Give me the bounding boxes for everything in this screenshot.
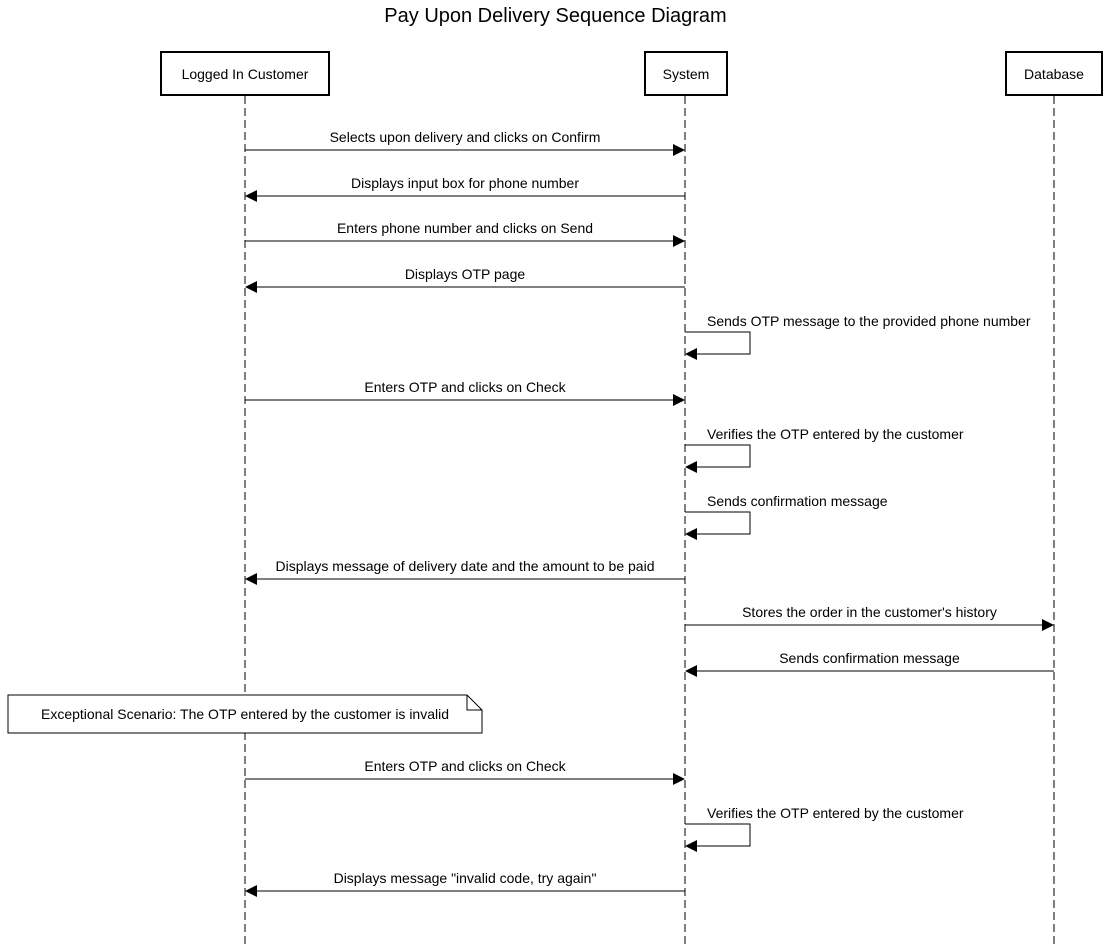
- message-label-3: Displays OTP page: [405, 266, 526, 282]
- arrowhead-4: [685, 348, 697, 360]
- message-label-2: Enters phone number and clicks on Send: [337, 220, 593, 236]
- self-message-4: [685, 331, 751, 355]
- arrowhead-11: [673, 773, 685, 785]
- arrowhead-2: [673, 235, 685, 247]
- message-label-8: Displays message of delivery date and th…: [275, 558, 654, 574]
- message-label-11: Enters OTP and clicks on Check: [364, 758, 566, 774]
- arrowhead-7: [685, 528, 697, 540]
- message-label-6: Verifies the OTP entered by the customer: [707, 426, 964, 442]
- self-message-12: [685, 823, 751, 847]
- message-label-10: Sends confirmation message: [779, 650, 960, 666]
- message-label-4: Sends OTP message to the provided phone …: [707, 313, 1031, 329]
- diagram-title: Pay Upon Delivery Sequence Diagram: [384, 5, 727, 27]
- arrowhead-0: [673, 144, 685, 156]
- actor-logged-in-customer: Logged In Customer: [160, 51, 330, 96]
- arrowhead-1: [245, 190, 257, 202]
- self-message-7: [685, 511, 751, 535]
- arrowhead-3: [245, 281, 257, 293]
- note-fold: [466, 695, 482, 711]
- note-box: [7, 694, 483, 734]
- self-message-6: [685, 444, 751, 468]
- message-label-7: Sends confirmation message: [707, 493, 888, 509]
- note-label: Exceptional Scenario: The OTP entered by…: [41, 706, 449, 722]
- message-label-12: Verifies the OTP entered by the customer: [707, 805, 964, 821]
- arrowhead-5: [673, 394, 685, 406]
- arrowhead-9: [1042, 619, 1054, 631]
- message-label-9: Stores the order in the customer's histo…: [742, 604, 997, 620]
- arrowhead-8: [245, 573, 257, 585]
- actor-system: System: [644, 51, 728, 96]
- message-label-13: Displays message "invalid code, try agai…: [334, 870, 597, 886]
- message-label-0: Selects upon delivery and clicks on Conf…: [330, 129, 601, 145]
- actor-database: Database: [1005, 51, 1103, 96]
- message-label-1: Displays input box for phone number: [351, 175, 579, 191]
- arrowhead-10: [685, 665, 697, 677]
- arrowhead-13: [245, 885, 257, 897]
- message-label-5: Enters OTP and clicks on Check: [364, 379, 566, 395]
- arrowhead-12: [685, 840, 697, 852]
- arrowhead-6: [685, 461, 697, 473]
